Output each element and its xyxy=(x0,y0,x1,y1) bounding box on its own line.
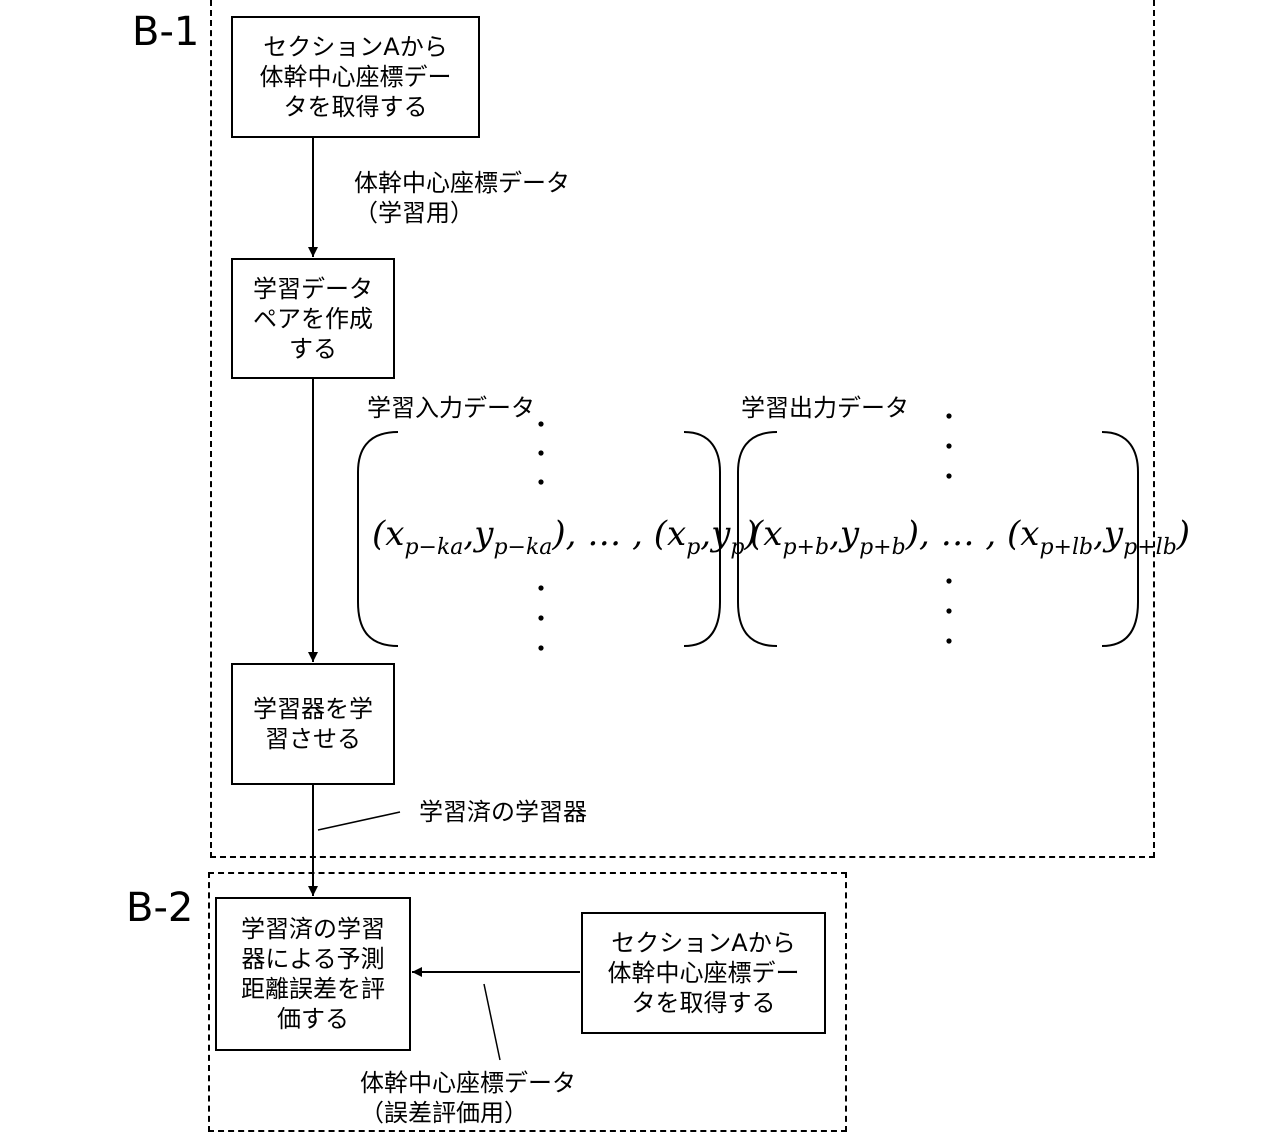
b1-arrow1-label-line1: 体幹中心座標データ xyxy=(354,169,570,197)
b1-train-line1: 学習器を学 xyxy=(253,695,373,723)
output-comma2: , xyxy=(1093,514,1104,554)
section-b1-label: B-1 xyxy=(132,9,200,55)
b1-make-pairs-line1: 学習データ xyxy=(253,274,373,303)
output-open-paren: ( xyxy=(750,514,764,554)
output-x2-sub: p+lb xyxy=(1039,535,1094,560)
input-data-label: 学習入力データ xyxy=(367,394,535,422)
b1-get-data-line3: タを取得する xyxy=(283,93,428,121)
section-b1-frame xyxy=(210,0,1155,858)
output-bottom-dots xyxy=(946,578,952,644)
input-y1: y xyxy=(474,514,494,554)
b2-get-data-line3: タを取得する xyxy=(631,989,776,1017)
b2-get-data-line1: セクションAから xyxy=(611,929,796,957)
input-y2: y xyxy=(711,514,731,554)
input-x2-sub: p xyxy=(686,535,701,560)
output-y2: y xyxy=(1103,514,1124,554)
output-y2-sub: p+lb xyxy=(1123,535,1177,560)
b1-arrow1-label: 体幹中心座標データ （学習用） xyxy=(354,168,570,228)
b1-get-data-box: セクションAから 体幹中心座標デー タを取得する xyxy=(231,16,480,138)
eval-data-label-leader xyxy=(483,983,501,1061)
b1-make-pairs-line2: ペアを作成 xyxy=(253,304,373,333)
b2-eval-line4: 価する xyxy=(277,1005,349,1033)
output-comma1: , xyxy=(829,514,840,554)
b1-get-data-line1: セクションAから xyxy=(263,33,448,61)
b1-get-data-line2: 体幹中心座標デー xyxy=(259,63,452,91)
output-data-label: 学習出力データ xyxy=(741,394,909,422)
input-y2-sub: p xyxy=(730,535,745,560)
output-tuple-formula: (xp+b,yp+b), … , (xp+lb,yp+lb) xyxy=(750,514,1190,568)
input-open-paren: ( xyxy=(372,514,386,554)
b2-get-data-box: セクションAから 体幹中心座標デー タを取得する xyxy=(581,912,826,1034)
input-y1-sub: p−ka xyxy=(493,535,553,560)
input-top-dots xyxy=(538,421,544,485)
output-y1: y xyxy=(839,514,860,554)
output-x2: x xyxy=(1020,514,1040,554)
b1-make-pairs-line3: する xyxy=(289,334,337,363)
output-left-paren xyxy=(737,431,778,647)
b2-get-data-line2: 体幹中心座標デー xyxy=(607,959,800,987)
input-tuple-formula: (xp−ka,yp−ka), … , (xp,yp) xyxy=(372,514,758,568)
b2-eval-line2: 器による予測 xyxy=(241,945,385,973)
output-close-paren: ) xyxy=(1176,514,1191,554)
b1-train-box: 学習器を学 習させる xyxy=(231,663,395,785)
b1-arrow1-label-line2: （学習用） xyxy=(354,199,474,227)
input-comma1: , xyxy=(463,514,475,554)
output-top-dots xyxy=(946,413,952,479)
input-right-paren xyxy=(683,431,721,647)
input-x2: x xyxy=(667,514,687,554)
output-mid: ), … , ( xyxy=(905,514,1021,554)
output-x1: x xyxy=(763,514,783,554)
input-x1: x xyxy=(385,514,405,554)
b2-arrow-label-line2: （誤差評価用） xyxy=(360,1099,528,1127)
output-x1-sub: p+b xyxy=(782,535,830,560)
b1-make-pairs-box: 学習データ ペアを作成 する xyxy=(231,258,395,379)
trained-label-leader xyxy=(317,811,401,831)
section-b2-frame xyxy=(208,872,847,1132)
b2-eval-line1: 学習済の学習 xyxy=(241,915,385,943)
section-b2-label: B-2 xyxy=(126,885,194,931)
b2-arrow-label-line1: 体幹中心座標データ xyxy=(360,1069,576,1097)
b2-arrow-label: 体幹中心座標データ （誤差評価用） xyxy=(360,1068,576,1128)
b2-eval-box: 学習済の学習 器による予測 距離誤差を評 価する xyxy=(215,897,411,1051)
input-x1-sub: p−ka xyxy=(404,535,464,560)
trained-learner-label: 学習済の学習器 xyxy=(419,798,587,826)
b2-eval-line3: 距離誤差を評 xyxy=(241,975,385,1003)
input-mid: ), … , ( xyxy=(552,514,667,554)
b1-train-line2: 習させる xyxy=(265,725,361,753)
input-bottom-dots xyxy=(538,585,544,651)
output-right-paren xyxy=(1101,431,1139,647)
output-y1-sub: p+b xyxy=(859,535,906,560)
input-left-paren xyxy=(357,431,399,647)
input-comma2: , xyxy=(700,514,712,554)
input-close-paren: ) xyxy=(744,514,758,554)
